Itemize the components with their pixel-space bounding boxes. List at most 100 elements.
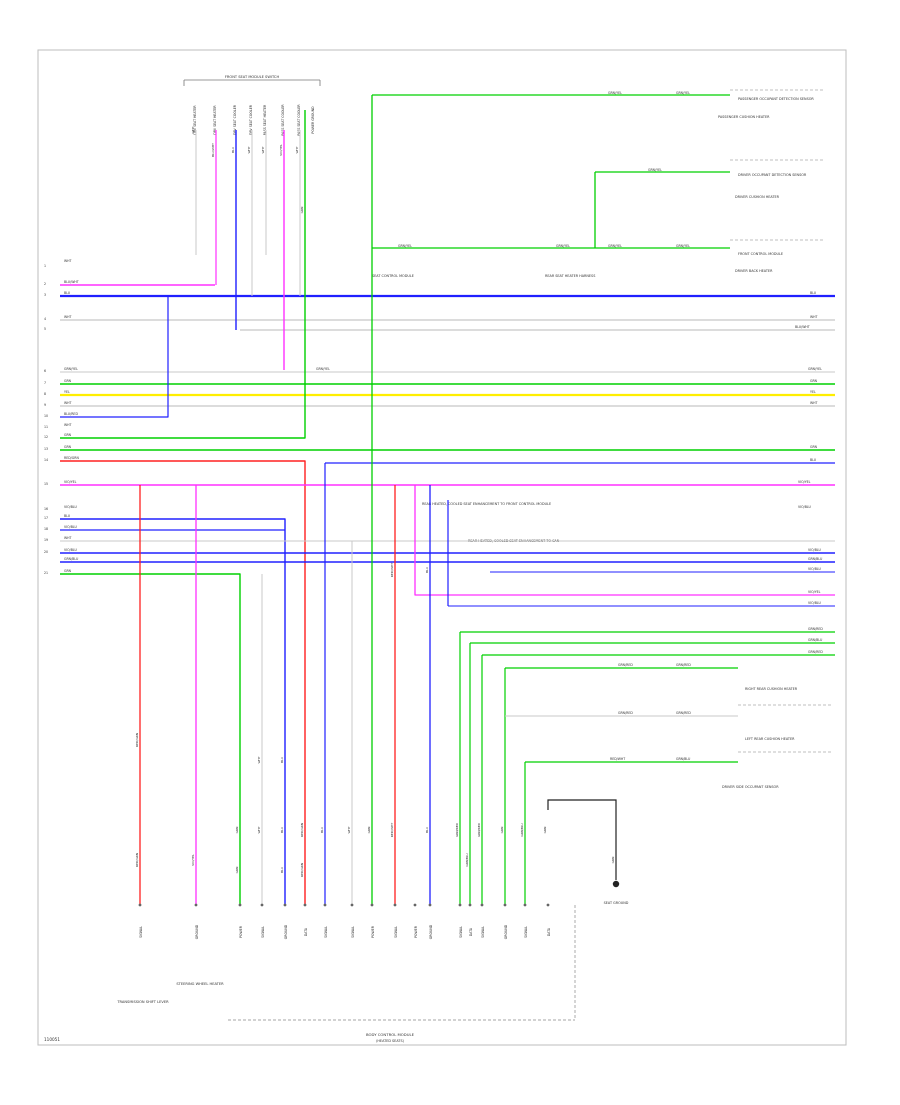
wire-label: GRN/BLU xyxy=(64,557,79,561)
wire-label: GRN xyxy=(64,445,72,449)
left-pin-number: 1 xyxy=(44,264,46,268)
pin-dot xyxy=(523,903,527,907)
blu-wire xyxy=(60,518,286,905)
wire-label: BLU xyxy=(231,147,235,153)
wire-label: RED/GRN xyxy=(135,733,139,747)
top-pin-label: POWER GROUND xyxy=(311,106,315,134)
wire-label: WHT xyxy=(64,536,72,540)
rear-harness-note: REAR SEAT HEATER HARNESS xyxy=(545,274,595,278)
bottom-pin-label: GROUND xyxy=(284,924,288,939)
wire-label: VIO/YEL xyxy=(798,480,811,484)
wire-label: VIO/YEL xyxy=(808,590,821,594)
wire-label: WHT xyxy=(257,756,261,763)
wire-label: WHT xyxy=(191,126,195,133)
left-pin-number: 18 xyxy=(44,527,48,531)
ground-symbol xyxy=(547,799,620,888)
wire-label: GRN xyxy=(235,827,239,834)
pin-dot xyxy=(468,903,472,907)
pin-dot xyxy=(238,903,242,907)
wire-label: WHT xyxy=(64,259,72,263)
wire-label: WHT xyxy=(64,315,72,319)
pin-dot xyxy=(303,903,307,907)
wire-label: RED/GRN xyxy=(64,456,79,460)
transmission-note: TRANSMISSION SHIFT LEVER xyxy=(116,1000,169,1004)
left-pin-number: 21 xyxy=(44,571,48,575)
wire-label: WHT xyxy=(810,315,818,319)
bottom-module-subtitle: (HEATED SEATS) xyxy=(376,1039,405,1043)
wire-label: RED/GRN xyxy=(300,863,304,877)
wire-label: GRN/RED xyxy=(676,711,691,715)
wire-label: BLU xyxy=(810,291,817,295)
grn-wire xyxy=(60,573,241,905)
wire-label: GRN/BLU xyxy=(676,757,691,761)
wire-label: WHT xyxy=(64,423,72,427)
wire-label: GRN/RED xyxy=(618,663,633,667)
left-pin-number: 13 xyxy=(44,447,48,451)
left-pin-number: 19 xyxy=(44,538,48,542)
left-pin-number: 2 xyxy=(44,282,46,286)
left-pin-number: 17 xyxy=(44,516,48,520)
wire-label: YEL xyxy=(810,390,816,394)
left-pin-number: 14 xyxy=(44,458,48,462)
data-line-note-1: REAR HEATED, COOLED SEAT ENHANCEMENT TO … xyxy=(422,502,551,506)
wire-label: GRN/YEL xyxy=(676,244,690,248)
diagram-frame xyxy=(37,49,847,1046)
wire-label: GRN/YEL xyxy=(316,367,330,371)
driver-cushion-heater-label: DRIVER CUSHION HEATER xyxy=(735,195,780,199)
grn-wire xyxy=(60,110,306,439)
left-pin-number: 16 xyxy=(44,507,48,511)
wire-label: GRN xyxy=(64,433,72,437)
wire-layer xyxy=(60,94,835,905)
steering-heater-note: STEERING WHEEL HEATER xyxy=(176,982,224,986)
bottom-pin-label: SIGNAL xyxy=(481,926,485,938)
wire-label: GRN xyxy=(300,207,304,214)
vio-wire xyxy=(414,485,420,596)
wire-label: RED/WHT xyxy=(390,563,394,578)
pin-dot xyxy=(503,903,507,907)
bottom-pin-label: GROUND xyxy=(195,924,199,939)
wire-label: GRN/BLU xyxy=(520,823,524,836)
wire-label: BLU/WHT xyxy=(211,143,215,157)
pin-dot xyxy=(194,903,198,907)
bottom-pin-label: SIGNAL xyxy=(524,926,528,938)
driver-occupant-sensor-label: DRIVER OCCUPANT DETECTION SENSOR xyxy=(738,173,807,177)
wire-label: GRN xyxy=(64,379,72,383)
wire-label: GRN/YEL xyxy=(608,244,622,248)
wire-label: YEL xyxy=(64,390,70,394)
top-pin-label: DRV SEAT HEATER xyxy=(193,105,197,135)
wire-label: GRN/RED xyxy=(808,627,823,631)
left-pin-number: 3 xyxy=(44,293,46,297)
wire-label: WHT xyxy=(810,401,818,405)
bottom-pin-label: SIGNAL xyxy=(139,926,143,938)
pin-dot xyxy=(138,903,142,907)
bottom-pin-label: DATA xyxy=(304,927,308,936)
bottom-pin-label: POWER xyxy=(414,925,418,938)
wire-label: GRN xyxy=(64,569,72,573)
wire-label: GRN xyxy=(367,827,371,834)
wire-label: RED/GRN xyxy=(135,853,139,867)
wire-label: GRN xyxy=(543,827,547,834)
left-pin-number: 20 xyxy=(44,550,48,554)
left-pin-number: 12 xyxy=(44,435,48,439)
pin-dot xyxy=(323,903,327,907)
left-pin-number: 8 xyxy=(44,392,46,396)
pin-dot xyxy=(260,903,264,907)
top-pin-label: DRV SEAT COOLER xyxy=(233,104,237,135)
pin-dot xyxy=(350,903,354,907)
top-pin-label: DRV SEAT HEATER xyxy=(213,105,217,135)
pin-dot xyxy=(428,903,432,907)
blu-wht-wire xyxy=(60,296,169,418)
top-pin-label: DRV SEAT COOLER xyxy=(249,104,253,135)
wire-label: RED/WHT xyxy=(390,823,394,838)
wire-label: GRN xyxy=(235,867,239,874)
bottom-module-title: BODY CONTROL MODULE xyxy=(366,1032,415,1037)
wire-label: RED/WHT xyxy=(610,757,625,761)
wire-label: WHT xyxy=(347,826,351,833)
bottom-pin-label: SIGNAL xyxy=(261,926,265,938)
pin-dot xyxy=(458,903,462,907)
top-pin-label: PASS SEAT COOLER xyxy=(297,104,301,136)
bottom-pin-label: GROUND xyxy=(504,924,508,939)
right-rear-cushion-label: RIGHT REAR CUSHION HEATER xyxy=(745,687,798,691)
wire-label: GRN xyxy=(810,445,818,449)
bottom-pin-label: POWER xyxy=(371,925,375,938)
